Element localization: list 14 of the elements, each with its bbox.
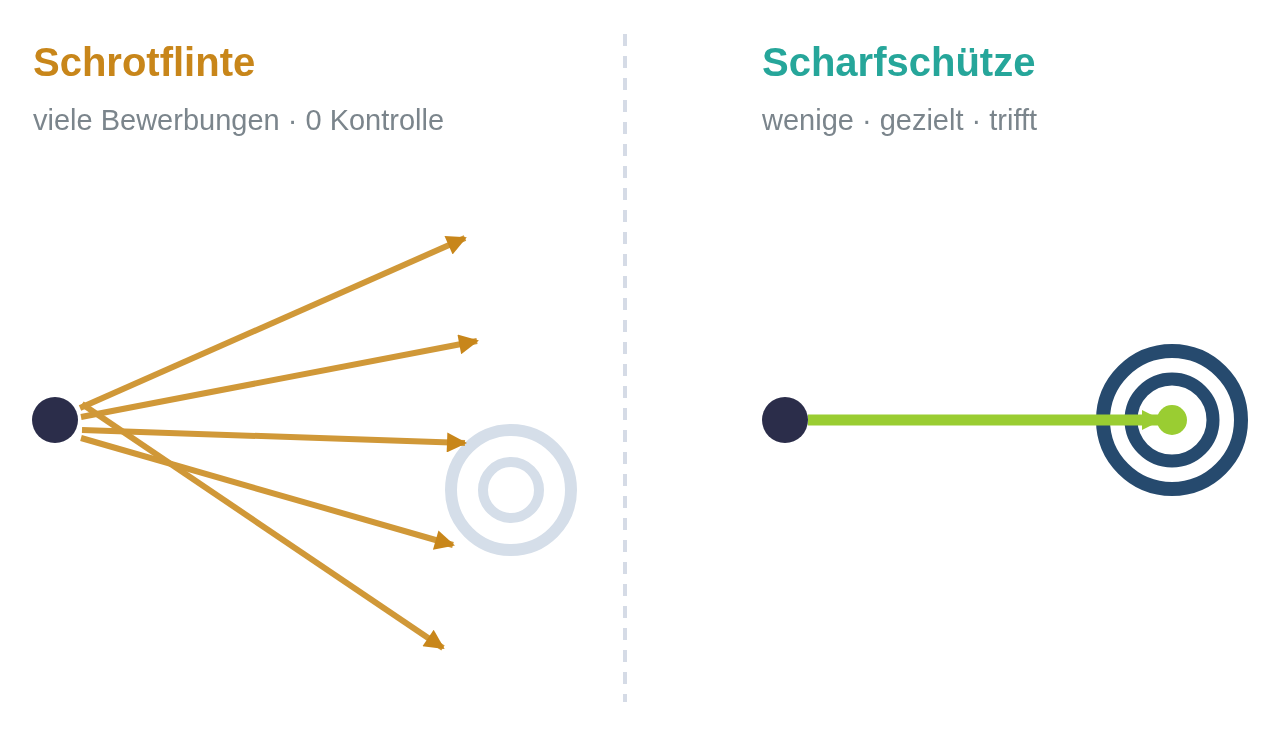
heading: Scharfschütze (762, 40, 1036, 85)
arrow (78, 235, 467, 411)
arrow (80, 435, 455, 550)
arrow (81, 427, 467, 453)
dot (762, 397, 808, 443)
arrow (808, 410, 1162, 430)
subtitle: viele Bewerbungen · 0 Kontrolle (33, 104, 445, 137)
arrow (80, 401, 445, 651)
dot (32, 397, 78, 443)
target-icon (1096, 344, 1248, 496)
subtitle: wenige · gezielt · trifft (762, 104, 1038, 137)
target-icon (445, 424, 577, 556)
heading: Schrotflinte (33, 40, 256, 85)
arrow (80, 334, 479, 420)
